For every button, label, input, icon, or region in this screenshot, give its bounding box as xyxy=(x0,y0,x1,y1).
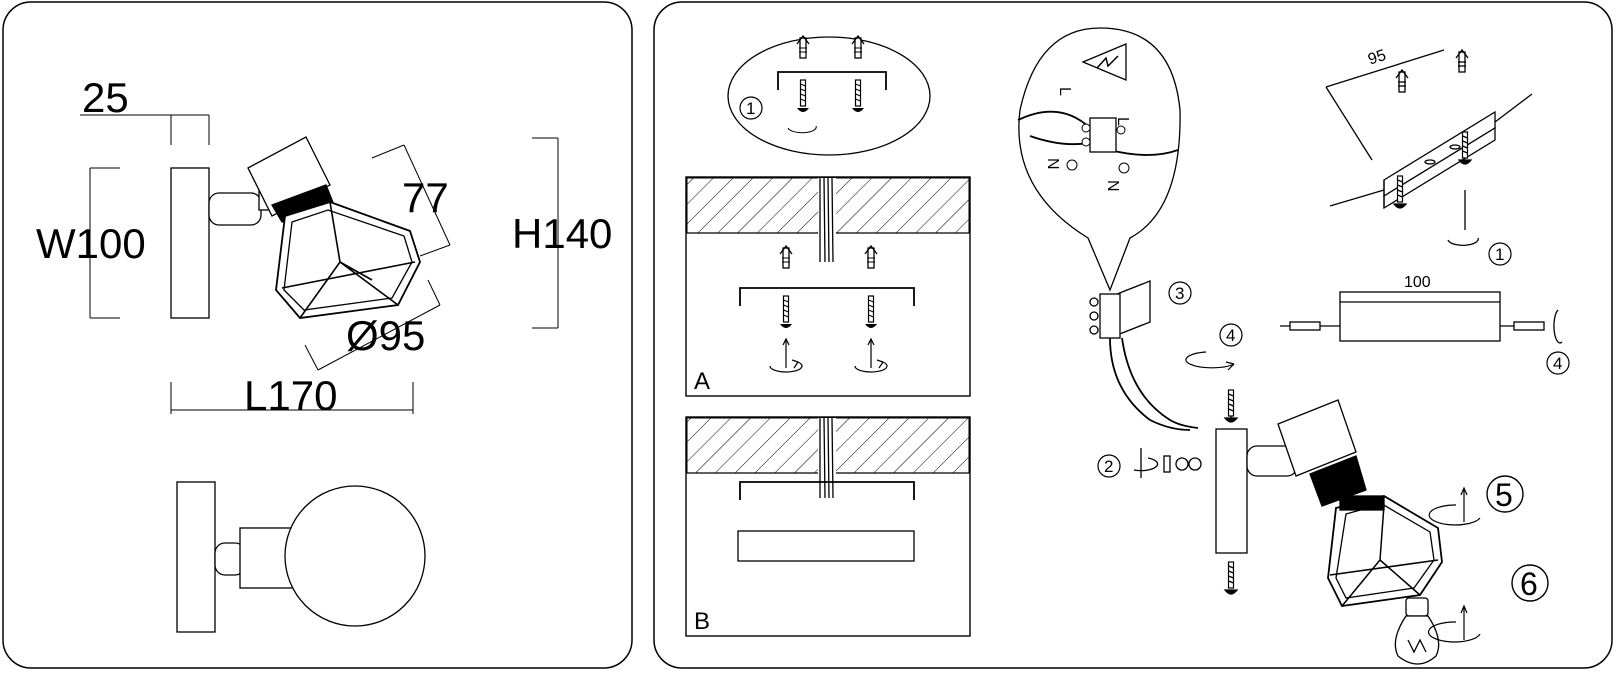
rotate-arrow-step-4 xyxy=(1185,351,1235,371)
step-6-circle xyxy=(1511,564,1549,602)
canopy-length-dimension: 100 xyxy=(1404,274,1431,291)
step-1-bracket-circle xyxy=(1488,242,1512,266)
top-view-drawing xyxy=(176,481,426,633)
width-dimension: W100 xyxy=(36,220,146,267)
dimension-lines xyxy=(80,114,559,414)
step-1-bracket-number: 1 xyxy=(1495,245,1504,264)
mounting-step-b xyxy=(685,416,971,637)
step-1-detail-bubble xyxy=(727,35,931,156)
wire-label-n-2: N xyxy=(1104,180,1121,192)
height-dimension: H140 xyxy=(512,210,612,257)
depth-dimension: 25 xyxy=(82,74,129,121)
rotate-arrow-step-6 xyxy=(1427,604,1481,643)
terminal-block-drawing xyxy=(1089,280,1199,431)
right-panel xyxy=(653,1,1613,669)
shade-height-dimension: 77 xyxy=(402,174,449,221)
bulb-drawing xyxy=(1394,597,1440,665)
wire-label-l-1: L xyxy=(1056,87,1073,96)
wire-label-n-1: N xyxy=(1044,158,1061,170)
step-3-circle xyxy=(1168,281,1192,305)
step-5-circle xyxy=(1486,475,1524,513)
side-view-drawing xyxy=(170,136,421,319)
length-dimension: L170 xyxy=(244,372,337,419)
step-4-canopy-circle xyxy=(1546,351,1570,375)
step-4-canopy-number: 4 xyxy=(1553,354,1562,373)
bracket-detail-drawing xyxy=(1325,49,1533,246)
step-3-number: 3 xyxy=(1175,284,1184,303)
step-2-number: 2 xyxy=(1104,457,1113,476)
left-panel xyxy=(2,1,633,669)
shade-diameter-dimension: Ø95 xyxy=(346,312,425,359)
step-1-number: 1 xyxy=(746,99,755,118)
step-4-circle xyxy=(1219,323,1243,347)
wiring-detail-bubble xyxy=(1017,27,1181,292)
bracket-spacing-dimension: 95 xyxy=(1366,47,1388,69)
step-b-label: B xyxy=(694,608,710,635)
wire-label-l-2: L xyxy=(1114,117,1131,126)
step-2-circle xyxy=(1097,454,1121,478)
mounting-step-a xyxy=(685,176,971,397)
step-a-label: A xyxy=(694,368,710,395)
canopy-detail-drawing xyxy=(1280,291,1563,344)
rotate-arrow-step-5 xyxy=(1428,486,1481,526)
step-5-number: 5 xyxy=(1495,477,1513,513)
fixture-assembly-drawing xyxy=(1215,389,1443,607)
washers-drawing xyxy=(1133,448,1202,478)
step-6-number: 6 xyxy=(1520,566,1538,602)
step-4-number: 4 xyxy=(1226,326,1235,345)
